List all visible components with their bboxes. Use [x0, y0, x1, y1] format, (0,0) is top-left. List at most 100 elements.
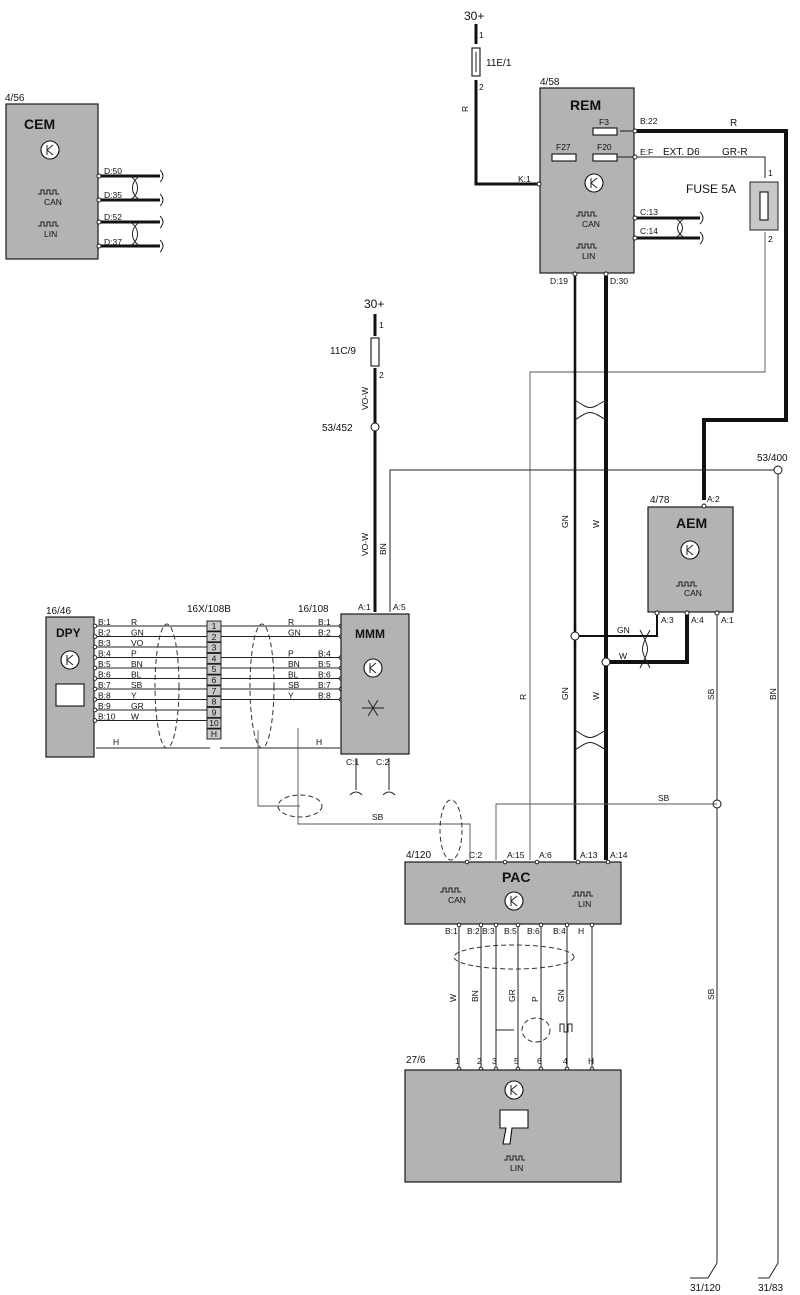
ground-31-120: 31/120	[690, 1262, 721, 1294]
splice-53-452	[370, 422, 380, 432]
svg-text:A:1: A:1	[358, 602, 371, 612]
cem-ref: 4/56	[5, 93, 25, 104]
mmm-pin: B:4	[318, 649, 331, 659]
display-icon	[55, 683, 85, 707]
svg-text:VO-W: VO-W	[360, 533, 370, 556]
fuse-11e1-label: 11E/1	[486, 58, 512, 69]
svg-text:SB: SB	[706, 988, 716, 1000]
terminal-number: 5	[212, 664, 217, 674]
pac-top-pin: A:13	[580, 850, 598, 860]
mmm-wire-color: GN	[288, 628, 301, 638]
wire-sb-shield	[257, 728, 471, 860]
svg-text:4/78: 4/78	[650, 495, 670, 506]
svg-text:C:2: C:2	[376, 757, 390, 767]
air-gun-icon	[499, 1109, 529, 1145]
pac-top-pin: A:6	[539, 850, 552, 860]
svg-text:A:1: A:1	[721, 615, 734, 625]
power-mid: 30+ 1 11C/9 2 53/452 VO-W VO-W	[322, 297, 384, 612]
ecu-symbol-icon	[584, 173, 604, 193]
svg-text:2: 2	[768, 234, 773, 244]
terminal-number: 8	[212, 697, 217, 707]
svg-text:GR-R: GR-R	[722, 147, 748, 158]
pac-top-pin: A:15	[507, 850, 525, 860]
rem-module: 4/58 REM F3 F27 F20 CAN LIN B:22 E:F EXT…	[518, 77, 704, 286]
svg-text:SB: SB	[658, 793, 670, 803]
svg-text:D:19: D:19	[550, 276, 568, 286]
wire-r-aem	[637, 129, 788, 500]
terminal-number: 6	[212, 675, 217, 685]
svg-text:LIN: LIN	[582, 251, 595, 261]
mmm-wire-color: P	[288, 649, 294, 659]
svg-text:16X/108B: 16X/108B	[187, 604, 231, 615]
svg-text:B:22: B:22	[640, 116, 658, 126]
dpy-wire-color: VO	[131, 638, 144, 648]
svg-text:R: R	[730, 118, 737, 129]
dpy-wire-color: BN	[131, 659, 143, 669]
svg-text:D:30: D:30	[610, 276, 628, 286]
svg-text:GN: GN	[617, 625, 630, 635]
splice-53-400	[773, 465, 783, 475]
svg-text:R: R	[460, 106, 470, 112]
cem-can-label: CAN	[44, 197, 62, 207]
fuse-11c9	[370, 337, 380, 367]
dpy-wire-color: Y	[131, 691, 137, 701]
pac-wire-color: GN	[556, 989, 566, 1002]
svg-text:1: 1	[379, 320, 384, 330]
svg-text:GN: GN	[560, 515, 570, 528]
dpy-wire-color: SB	[131, 680, 143, 690]
mmm-pin: B:2	[318, 628, 331, 638]
cem-lin-label: LIN	[44, 229, 57, 239]
unit-pin: 1	[455, 1056, 460, 1066]
power-top: 30+ 1 11E/1 2 R	[460, 9, 540, 186]
mmm-wire-color: BN	[288, 659, 300, 669]
svg-text:W: W	[619, 651, 627, 661]
dpy-wire-color: R	[131, 617, 137, 627]
terminal-number: H	[211, 729, 217, 739]
svg-text:PAC: PAC	[502, 869, 531, 885]
dpy-module: 16/46 DPY	[45, 606, 95, 758]
dpy-pin: B:4	[98, 649, 111, 659]
svg-text:C:14: C:14	[640, 226, 658, 236]
dpy-pin: B:1	[98, 617, 111, 627]
mmm-pin: B:8	[318, 691, 331, 701]
ecu-symbol-icon	[504, 891, 524, 911]
terminal-cell	[206, 696, 222, 708]
mmm-pin: B:7	[318, 680, 331, 690]
svg-text:BN: BN	[378, 543, 388, 555]
svg-text:GN: GN	[560, 687, 570, 700]
mmm-wire-color: R	[288, 617, 294, 627]
terminal-number: 10	[209, 718, 219, 728]
wire-w-aem	[606, 615, 689, 664]
terminal-number: 9	[212, 707, 217, 717]
ground-31-83: 31/83	[758, 1262, 783, 1294]
unit-pin: 2	[477, 1056, 482, 1066]
cem-pin-d35: D:35	[104, 190, 122, 200]
unit-pin: 5	[514, 1056, 519, 1066]
pac-bot-pin: B:6	[527, 926, 540, 936]
mmm-wire-color: SB	[288, 680, 300, 690]
wire-sb-pac-c2	[495, 803, 717, 860]
svg-text:2: 2	[479, 82, 484, 92]
svg-text:BN: BN	[768, 688, 778, 700]
wire-bn-top	[389, 469, 778, 612]
svg-text:K:1: K:1	[518, 174, 531, 184]
dpy-pin: B:5	[98, 659, 111, 669]
pac-top-pin: C:2	[469, 850, 483, 860]
svg-text:SB: SB	[706, 688, 716, 700]
sensor-unit-27-6: 27/6 LIN	[404, 1055, 622, 1183]
wire-gn-aem	[575, 615, 658, 637]
triac-icon	[362, 699, 384, 717]
svg-text:EXT. D6: EXT. D6	[663, 147, 700, 158]
dpy-pin: B:10	[98, 712, 116, 722]
terminal-number: 1	[212, 621, 217, 631]
svg-text:16/108: 16/108	[298, 604, 329, 615]
pac-bot-pin: B:5	[504, 926, 517, 936]
cem-pin-d50: D:50	[104, 166, 122, 176]
terminal-cell	[206, 652, 222, 664]
svg-text:W: W	[591, 520, 601, 528]
svg-text:R: R	[518, 694, 528, 700]
svg-text:E:F: E:F	[640, 147, 653, 157]
